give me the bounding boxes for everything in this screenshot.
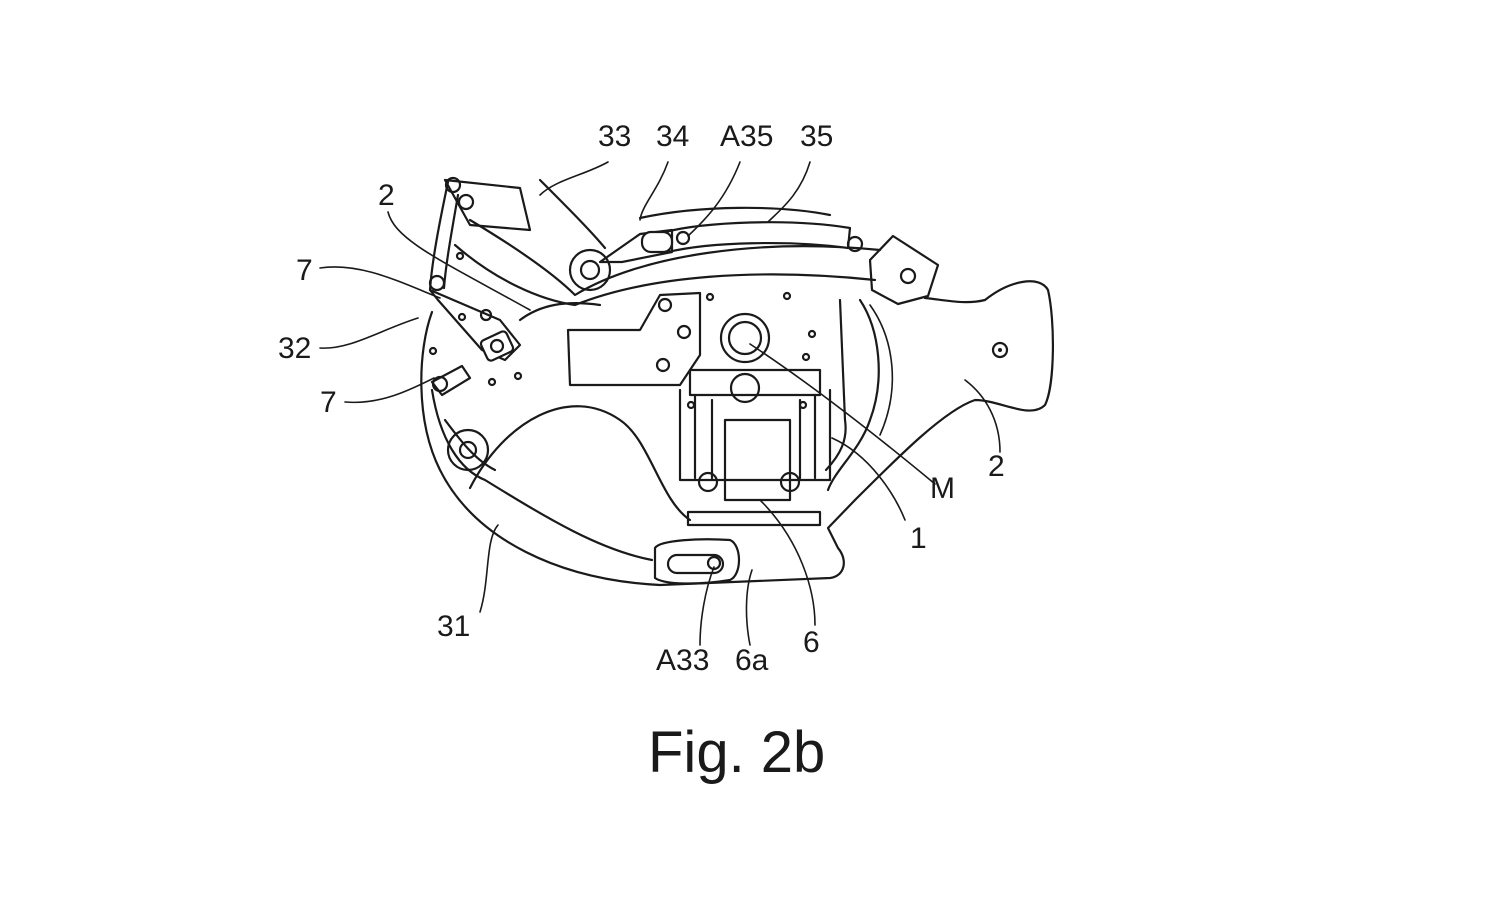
leader-lines: [319, 161, 1001, 646]
center-assembly: [566, 291, 832, 527]
label-6: 6: [803, 626, 820, 659]
label-7-bottom: 7: [320, 386, 337, 419]
label-2-top: 2: [378, 179, 395, 212]
label-1: 1: [910, 522, 927, 555]
upper-arm: [453, 178, 940, 307]
reference-labels: 33 34 A35 35 2 7 32 7 31 A33 6a 6 1 M 2: [278, 120, 1005, 677]
lower-arm: [430, 388, 741, 585]
label-6a: 6a: [735, 644, 769, 677]
main-frame: [420, 280, 1055, 587]
label-M: M: [930, 472, 955, 505]
label-2-right: 2: [988, 450, 1005, 483]
label-31: 31: [437, 610, 470, 643]
left-jaw: [428, 176, 532, 397]
label-34: 34: [656, 120, 689, 153]
label-35: 35: [800, 120, 833, 153]
label-A33: A33: [656, 644, 709, 677]
label-33: 33: [598, 120, 631, 153]
label-A35: A35: [720, 120, 773, 153]
label-7-top: 7: [296, 254, 313, 287]
right-handle: [991, 341, 1009, 359]
figure-caption: Fig. 2b: [648, 720, 825, 785]
label-32: 32: [278, 332, 311, 365]
